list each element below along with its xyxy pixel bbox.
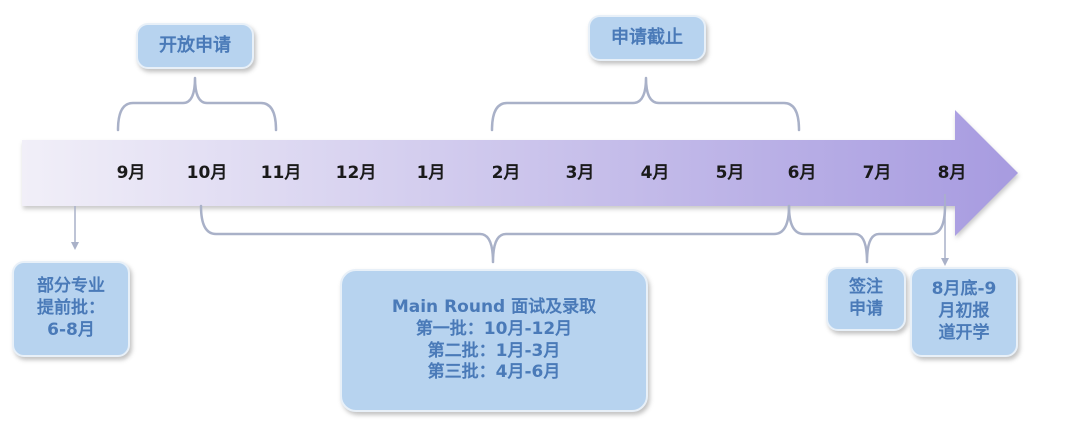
deadline-bracket xyxy=(490,76,801,132)
main-round-box: Main Round 面试及录取 第一批：10月-12月 第二批：1月-3月 第… xyxy=(340,269,648,412)
enrollment-line: 道开学 xyxy=(938,322,990,343)
visa-application-line: 签注 xyxy=(849,277,883,298)
main-round-line: 第二批：1月-3月 xyxy=(427,340,561,361)
month-label: 8月 xyxy=(937,163,967,183)
main-round-line: 第三批：4月-6月 xyxy=(427,362,561,383)
early-admission-line: 部分专业 xyxy=(37,276,105,297)
early-admission-pointer-head xyxy=(71,242,79,250)
enrollment-line: 月初报 xyxy=(938,301,990,322)
visa-bracket xyxy=(787,204,947,264)
main-round-title: Main Round 面试及录取 xyxy=(391,297,597,317)
month-label: 2月 xyxy=(491,163,521,183)
visa-application-box: 签注 申请 xyxy=(826,267,906,331)
application-deadline-label: 申请截止 xyxy=(611,27,683,49)
open-application-box: 开放申请 xyxy=(136,23,254,69)
month-label: 1月 xyxy=(416,163,446,183)
month-label: 12月 xyxy=(335,163,377,183)
month-label: 3月 xyxy=(565,163,595,183)
open-application-bracket xyxy=(116,76,278,132)
month-label: 7月 xyxy=(862,163,892,183)
month-label: 4月 xyxy=(640,163,670,183)
month-label: 10月 xyxy=(186,163,228,183)
visa-application-line: 申请 xyxy=(849,299,883,319)
enrollment-pointer-head xyxy=(941,258,949,266)
enrollment-box: 8月底-9 月初报 道开学 xyxy=(910,267,1018,357)
early-admission-line: 6-8月 xyxy=(47,319,95,340)
month-label: 11月 xyxy=(260,163,302,183)
main-round-bracket xyxy=(199,204,791,264)
month-label: 5月 xyxy=(715,163,745,183)
early-admission-box: 部分专业 提前批： 6-8月 xyxy=(12,261,130,357)
early-admission-line: 提前批： xyxy=(37,298,105,319)
month-label: 9月 xyxy=(116,163,146,183)
main-round-line: 第一批：10月-12月 xyxy=(415,318,573,339)
timeline-arrow xyxy=(22,110,1018,236)
application-deadline-box: 申请截止 xyxy=(588,15,706,61)
month-label: 6月 xyxy=(787,163,817,183)
enrollment-line: 8月底-9 xyxy=(931,279,997,300)
open-application-label: 开放申请 xyxy=(159,35,231,57)
